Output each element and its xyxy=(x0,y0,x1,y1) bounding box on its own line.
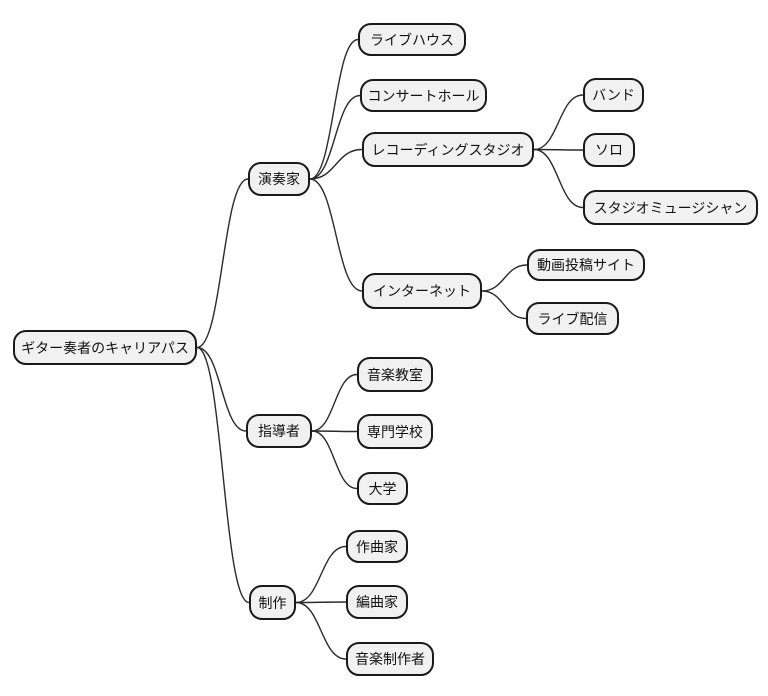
edge-internet-live-stream xyxy=(481,290,527,320)
edge-root-instructor xyxy=(196,346,247,432)
edge-internet-video-site xyxy=(481,264,528,292)
mindmap-node-live-stream: ライブ配信 xyxy=(526,302,619,335)
edge-performer-internet xyxy=(309,178,363,292)
edge-instructor-university xyxy=(311,430,358,490)
mindmap-node-studio-musician: スタジオミュージシャン xyxy=(583,190,758,225)
edge-instructor-music-school xyxy=(311,373,358,432)
edge-recording-studio-solo xyxy=(533,148,584,151)
edge-performer-concert-hall xyxy=(309,94,361,180)
mindmap-node-university: 大学 xyxy=(357,472,408,505)
edge-production-composer xyxy=(295,545,347,604)
mindmap-node-concert-hall: コンサートホール xyxy=(360,79,487,112)
mindmap-node-solo: ソロ xyxy=(583,133,635,167)
edge-root-performer xyxy=(196,178,249,349)
mindmap-node-video-site: 動画投稿サイト xyxy=(527,249,645,281)
mindmap-node-music-producer: 音楽制作者 xyxy=(346,642,434,676)
mindmap-node-root: ギター奏者のキャリアパス xyxy=(13,330,197,365)
edge-production-music-producer xyxy=(295,601,347,660)
edge-recording-studio-band xyxy=(533,94,584,151)
edge-production-arranger xyxy=(295,601,347,604)
mindmap-node-production: 制作 xyxy=(249,585,296,620)
mindmap-node-vocational-school: 専門学校 xyxy=(357,414,433,449)
mindmap-node-internet: インターネット xyxy=(362,273,482,309)
mindmap-node-performer: 演奏家 xyxy=(248,162,310,196)
mindmap-node-composer: 作曲家 xyxy=(346,530,408,563)
mindmap-node-instructor: 指導者 xyxy=(246,414,312,448)
edge-instructor-vocational-school xyxy=(311,430,358,433)
edge-root-production xyxy=(196,346,250,604)
edge-performer-recording-studio xyxy=(309,148,363,180)
mindmap-node-music-school: 音楽教室 xyxy=(357,357,433,392)
mindmap-node-recording-studio: レコーディングスタジオ xyxy=(362,132,534,167)
mindmap-node-livehouse: ライブハウス xyxy=(358,23,466,56)
mindmap-node-arranger: 編曲家 xyxy=(346,585,408,619)
edge-performer-livehouse xyxy=(309,38,359,180)
mindmap-node-band: バンド xyxy=(583,78,644,112)
edge-recording-studio-studio-musician xyxy=(533,148,584,209)
